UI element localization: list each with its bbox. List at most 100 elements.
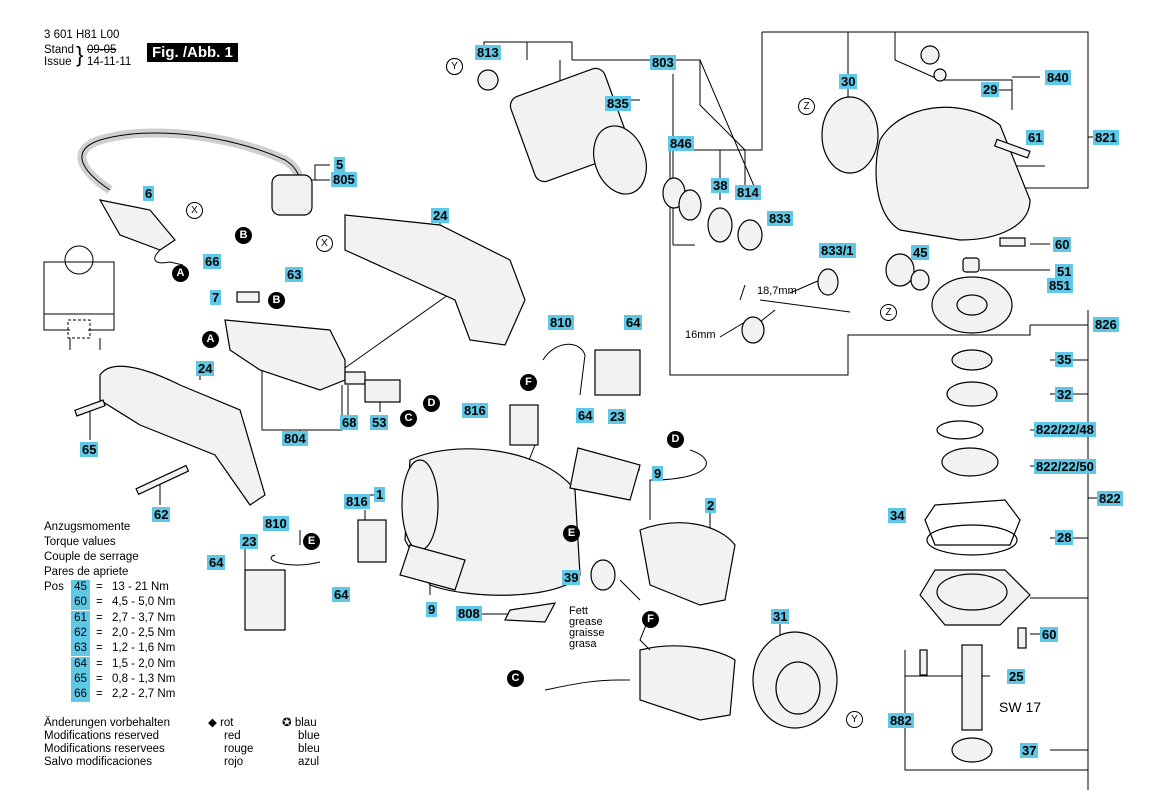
part-label-60-top: 60	[1053, 237, 1072, 252]
part-label-38: 38	[711, 178, 730, 193]
modifications-en: Modifications reserved	[44, 730, 160, 742]
torque-value: 2,7 - 3,7 Nm	[112, 611, 176, 624]
legend-red: ◆ rot red rouge rojo	[208, 717, 253, 769]
part-label-61: 61	[1026, 130, 1045, 145]
torque-row: 62=2,0 - 2,5 Nm	[44, 626, 175, 642]
part-label-37: 37	[1020, 743, 1039, 758]
figure-title: Fig. /Abb. 1	[147, 43, 238, 62]
part-label-35: 35	[1055, 352, 1074, 367]
part-label-814: 814	[735, 185, 761, 200]
equals-sign: =	[96, 627, 103, 640]
part-label-30: 30	[839, 74, 858, 89]
issue-label: Issue	[44, 56, 72, 68]
grease-note-en: grease	[569, 616, 603, 628]
diamond-icon: ◆	[208, 717, 217, 729]
torque-row: 60 = 4,5 - 5,0 Nm	[44, 595, 176, 611]
pos-label: Pos	[44, 581, 64, 594]
part-label-23-top: 23	[608, 409, 627, 424]
part-label-808: 808	[456, 606, 482, 621]
part-label-53: 53	[370, 415, 389, 430]
part-label-813: 813	[475, 45, 501, 60]
torque-row: 64=1,5 - 2,0 Nm	[44, 656, 176, 672]
part-label-66: 66	[203, 254, 222, 269]
part-label-39: 39	[562, 570, 581, 585]
dimension-16mm: 16mm	[685, 329, 716, 341]
part-label-24-bottom: 24	[196, 361, 215, 376]
torque-value: 0,8 - 1,3 Nm	[112, 672, 176, 685]
part-label-6: 6	[143, 186, 155, 201]
wrench-size: SW 17	[999, 699, 1042, 715]
torque-pos: 60	[71, 595, 90, 611]
torque-row: 61=2,7 - 3,7 Nm	[44, 610, 176, 626]
part-label-7: 7	[210, 290, 222, 305]
red-en: red	[224, 730, 241, 742]
issue-date: 14-11-11	[87, 56, 132, 68]
grease-note-es: grasa	[569, 638, 597, 650]
part-label-51: 51	[1055, 264, 1074, 279]
connector-z-icon-2: Z	[880, 304, 897, 321]
torque-title-de: Anzugsmomente	[44, 521, 131, 533]
torque-title-en: Torque values	[44, 536, 116, 548]
torque-pos: 64	[71, 656, 90, 672]
connector-f-icon-2: F	[642, 611, 659, 628]
modifications-fr: Modifications reservees	[44, 743, 165, 755]
part-label-5: 5	[334, 157, 346, 172]
connector-a-icon: A	[172, 265, 189, 282]
legend-blue: ✪ blau blue bleu azul	[282, 717, 320, 769]
part-label-64-left: 64	[207, 555, 226, 570]
connector-b-icon-2: B	[268, 292, 285, 309]
blue-fr: bleu	[298, 743, 320, 755]
grease-note-de: Fett	[569, 605, 588, 617]
torque-title-es: Pares de apriete	[44, 566, 129, 578]
torque-pos: 66	[71, 687, 90, 703]
part-label-882: 882	[888, 713, 914, 728]
star-circle-icon: ✪	[282, 717, 292, 729]
equals-sign: =	[96, 688, 103, 701]
blue-de: blau	[294, 717, 317, 729]
connector-x-icon-2: X	[186, 202, 203, 219]
stand-date: 09-05	[87, 44, 117, 56]
torque-pos: 45	[71, 580, 90, 596]
red-fr: rouge	[224, 743, 254, 755]
connector-d-icon-2: D	[667, 431, 684, 448]
equals-sign: =	[96, 596, 103, 609]
grease-note-fr: graisse	[569, 627, 605, 639]
connector-b-icon: B	[235, 227, 252, 244]
part-label-816-top: 816	[462, 403, 488, 418]
part-label-34: 34	[888, 508, 907, 523]
part-label-32: 32	[1055, 387, 1074, 402]
part-label-29: 29	[981, 82, 1000, 97]
torque-value: 4,5 - 5,0 Nm	[112, 596, 176, 609]
connector-x-icon-3: X	[316, 235, 333, 252]
connector-e-icon-2: E	[563, 525, 580, 542]
red-de: rot	[220, 717, 234, 729]
part-label-68: 68	[340, 415, 359, 430]
connector-z-icon: Z	[798, 98, 815, 115]
connector-e-icon: E	[303, 533, 320, 550]
part-label-2: 2	[705, 498, 717, 513]
part-label-45: 45	[911, 245, 930, 260]
part-label-9-top: 9	[652, 466, 664, 481]
part-label-840: 840	[1045, 70, 1071, 85]
part-label-822-22-48: 822/22/48	[1034, 422, 1096, 437]
connector-y-icon: Y	[446, 58, 463, 75]
torque-value: 1,2 - 1,6 Nm	[112, 642, 176, 655]
part-label-64-bottom: 64	[332, 587, 351, 602]
part-label-25: 25	[1007, 669, 1026, 684]
red-es: rojo	[224, 756, 244, 768]
torque-value: 13 - 21 Nm	[112, 581, 169, 594]
modifications-es: Salvo modificaciones	[44, 756, 153, 768]
part-label-846: 846	[668, 136, 694, 151]
modifications-note: Änderungen vorbehalten Modifications res…	[44, 717, 170, 769]
torque-pos: 62	[71, 626, 90, 642]
torque-value: 2,2 - 2,7 Nm	[112, 688, 176, 701]
doc-number: 3 601 H81 L00	[44, 29, 120, 41]
part-label-31: 31	[771, 609, 790, 624]
torque-pos: 63	[71, 641, 90, 657]
part-label-822-22-50: 822/22/50	[1034, 459, 1096, 474]
torque-value: 1,5 - 2,0 Nm	[112, 657, 176, 670]
part-label-65: 65	[80, 442, 99, 457]
brace-icon: }	[76, 42, 84, 67]
